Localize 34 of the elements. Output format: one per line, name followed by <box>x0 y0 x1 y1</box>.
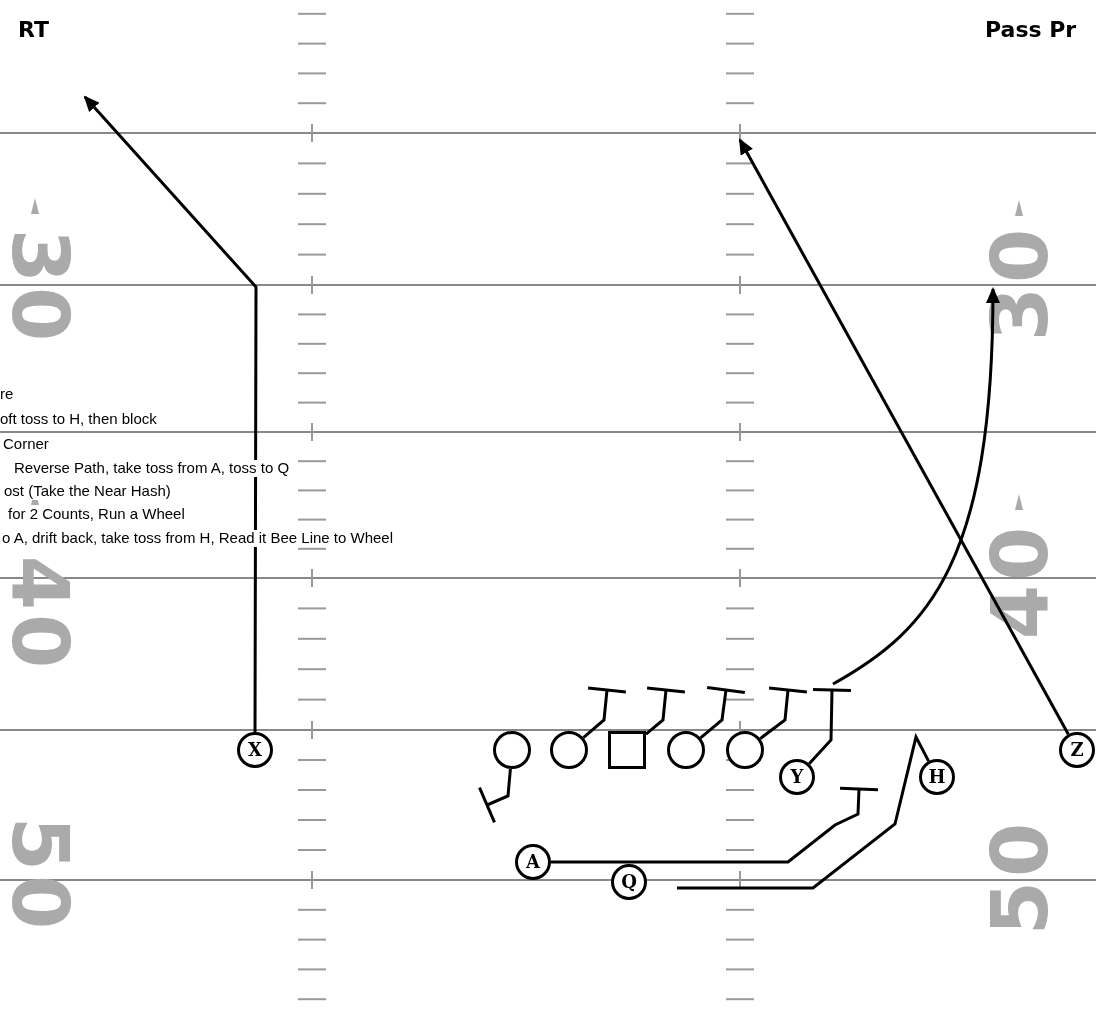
yard-number: 40 <box>1 555 79 673</box>
block-route <box>808 688 853 765</box>
note-text: ost (Take the Near Hash) <box>4 483 173 500</box>
route-arrow <box>738 138 1070 735</box>
note-text: oft toss to H, then block <box>0 411 159 428</box>
lineman-circle <box>667 731 705 769</box>
block-route <box>699 686 747 739</box>
yard-number: 50 <box>1 816 79 934</box>
player-circle: A <box>515 844 551 880</box>
block-route <box>551 786 880 864</box>
route-arrow <box>83 95 258 732</box>
note-text: Reverse Path, take toss from A, toss to Q <box>14 460 292 477</box>
block-route <box>582 686 628 739</box>
player-circle: H <box>919 759 955 795</box>
player-circle: Q <box>611 864 647 900</box>
yard-number: 40 <box>981 522 1059 640</box>
player-circle: Y <box>779 759 815 795</box>
center-square <box>608 731 646 769</box>
route-line <box>677 732 930 890</box>
block-route <box>645 686 687 736</box>
lineman-circle <box>550 731 588 769</box>
note-text: o A, drift back, take toss from H, Read it Bee Line to Wheel <box>2 530 396 547</box>
player-circle: Z <box>1059 732 1095 768</box>
yard-number: 30 <box>1 228 79 346</box>
note-text: for 2 Counts, Run a Wheel <box>8 506 187 523</box>
block-route <box>759 686 809 740</box>
yard-number: 30 <box>981 224 1059 342</box>
yard-number: 50 <box>981 818 1059 936</box>
heading: RT <box>18 18 49 43</box>
block-route <box>478 768 512 824</box>
heading: Pass Pr <box>985 18 1077 43</box>
player-circle: X <box>237 732 273 768</box>
lineman-circle <box>726 731 764 769</box>
lineman-circle <box>493 731 531 769</box>
